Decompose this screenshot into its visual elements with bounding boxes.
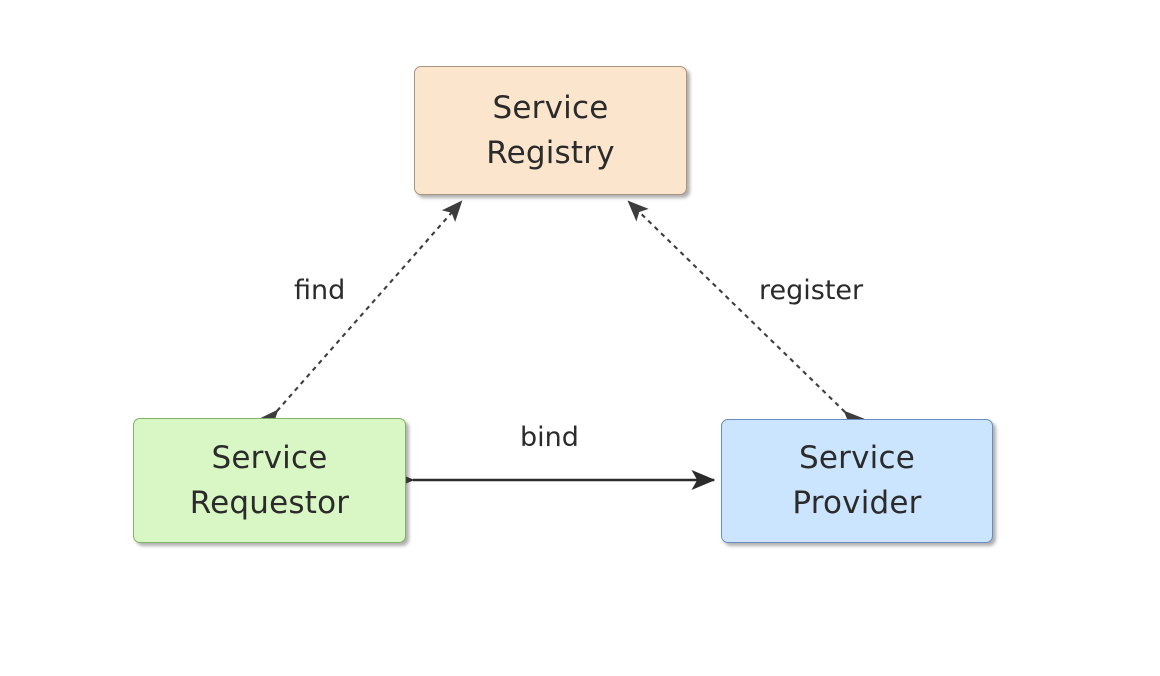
node-service-provider-label: Service Provider [792, 440, 922, 521]
node-service-requestor[interactable]: Service Requestor [133, 418, 406, 543]
node-service-requestor-label: Service Requestor [189, 439, 350, 521]
node-service-provider[interactable]: Service Provider [721, 419, 993, 543]
node-service-registry[interactable]: Service Registry [414, 66, 687, 195]
edge-label-bind: bind [514, 421, 585, 454]
edge-label-find: find [288, 274, 352, 307]
node-service-registry-label: Service Registry [486, 89, 615, 171]
edge-find-line [257, 200, 463, 432]
edge-label-register: register [753, 274, 870, 307]
edge-register-line [627, 200, 865, 432]
